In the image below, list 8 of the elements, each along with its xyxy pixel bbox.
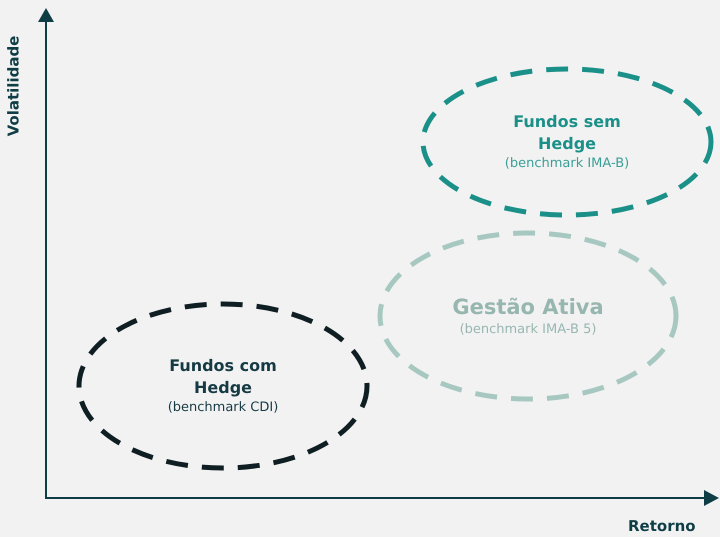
- benchmark-note: (benchmark IMA-B 5): [460, 320, 596, 338]
- group-title: Fundos sem Hedge: [512, 111, 622, 155]
- benchmark-note: (benchmark CDI): [168, 399, 278, 417]
- x-axis-title: Retorno: [628, 517, 696, 535]
- group-title: Gestão Ativa: [452, 294, 604, 320]
- benchmark-note: (benchmark IMA-B): [504, 155, 630, 173]
- group-title: Fundos com Hedge: [168, 355, 278, 399]
- y-axis-title: Volatilidade: [4, 36, 22, 136]
